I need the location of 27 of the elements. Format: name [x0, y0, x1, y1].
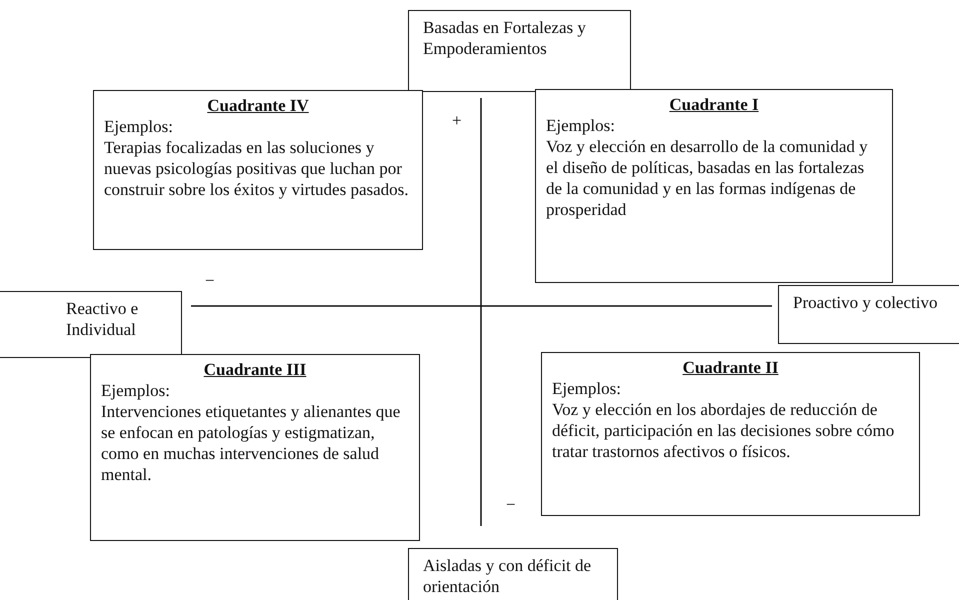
axis-label: Basadas en Fortalezas y Empoderamientos — [423, 17, 587, 59]
examples-label: Ejemplos: — [104, 116, 174, 137]
quadrant-heading: Cuadrante IV — [206, 95, 310, 116]
quadrant-heading: Cuadrante III — [202, 359, 308, 380]
quadrant-description: Terapias focalizadas en las soluciones y nuevas psicologías positivas que luchan por construir sobre los éxitos y virtudes pasados. — [104, 137, 410, 200]
quadrant-description: Voz y elección en los abordajes de reducción de déficit, participación en las decisiones sobre cómo tratar trastornos afectivos o físicos. — [552, 399, 896, 462]
examples-label: Ejemplos: — [101, 380, 171, 401]
minus-sign: − — [506, 494, 516, 515]
axis-label-box — [0, 291, 182, 358]
axis-label-box — [408, 548, 618, 600]
axis-label-box — [778, 285, 959, 344]
examples-label: Ejemplos: — [552, 378, 622, 399]
quadrant-box — [93, 90, 423, 250]
quadrant-box — [535, 89, 893, 283]
quadrant-heading: Cuadrante II — [682, 357, 780, 378]
plus-sign: + — [452, 110, 462, 131]
quadrant-box — [90, 354, 420, 541]
examples-label: Ejemplos: — [546, 115, 616, 136]
quadrant-description: Intervenciones etiquetantes y alienantes que se enfocan en patologías y estigmatizan, como en muchas intervenciones de salud mental. — [101, 401, 402, 485]
minus-sign: − — [205, 270, 215, 291]
quadrant-heading: Cuadrante I — [668, 94, 760, 115]
quadrant-description: Voz y elección en desarrollo de la comunidad y el diseño de políticas, basadas en las fortalezas de la comunidad y en las formas indígenas de prosperidad — [546, 136, 869, 220]
axis-label: Proactivo y colectivo — [793, 292, 938, 313]
axis-label: Reactivo e Individual — [66, 298, 140, 340]
quadrant-box — [541, 352, 920, 516]
axis-label: Aisladas y con déficit de orientación — [423, 555, 592, 597]
axis-label-box — [408, 10, 631, 92]
